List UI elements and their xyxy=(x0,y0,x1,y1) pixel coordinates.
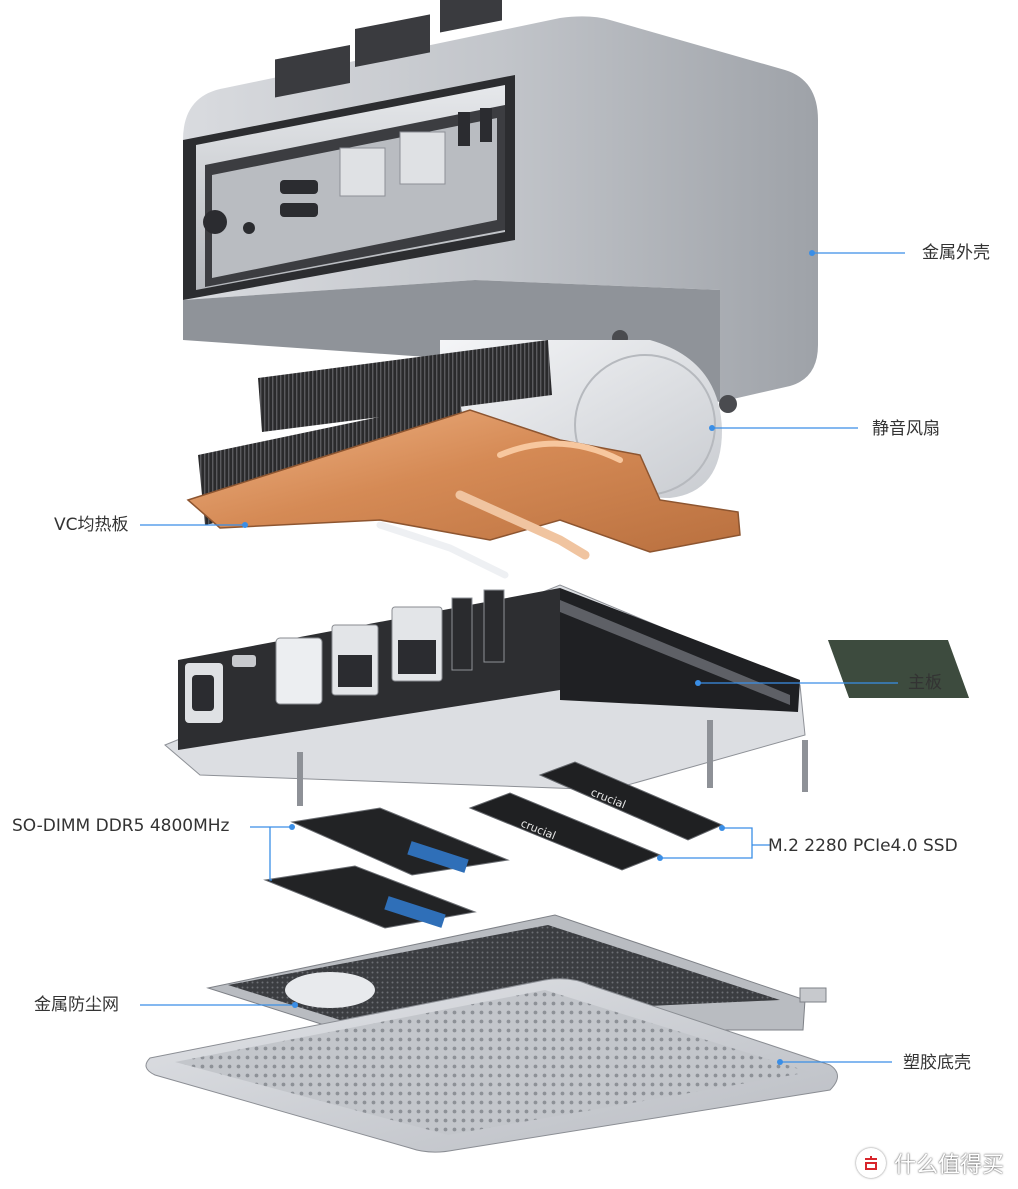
plastic-bottom-shell-part xyxy=(145,978,838,1153)
label-plastic-bottom: 塑胶底壳 xyxy=(903,1053,971,1073)
watermark-text: 什么值得买 xyxy=(893,1153,1004,1178)
label-dust-filter: 金属防尘网 xyxy=(34,995,119,1015)
label-ssd: M.2 2280 PCIe4.0 SSD xyxy=(768,836,958,856)
metal-dust-filter-part xyxy=(206,914,827,1031)
ddr5-ram-modules xyxy=(263,807,510,929)
label-ram: SO-DIMM DDR5 4800MHz xyxy=(12,816,230,836)
label-motherboard: 主板 xyxy=(908,673,942,693)
label-silent-fan: 静音风扇 xyxy=(872,419,940,439)
label-metal-shell: 金属外壳 xyxy=(922,243,990,263)
callout-lines xyxy=(140,252,905,1063)
zhi-icon xyxy=(855,1148,886,1178)
motherboard-part xyxy=(164,584,970,806)
vc-vapor-chamber-part xyxy=(186,340,741,579)
label-vc-plate: VC均热板 xyxy=(54,515,129,535)
callout-dots xyxy=(242,250,815,1065)
watermark: 什么值得买 xyxy=(855,1147,1004,1179)
